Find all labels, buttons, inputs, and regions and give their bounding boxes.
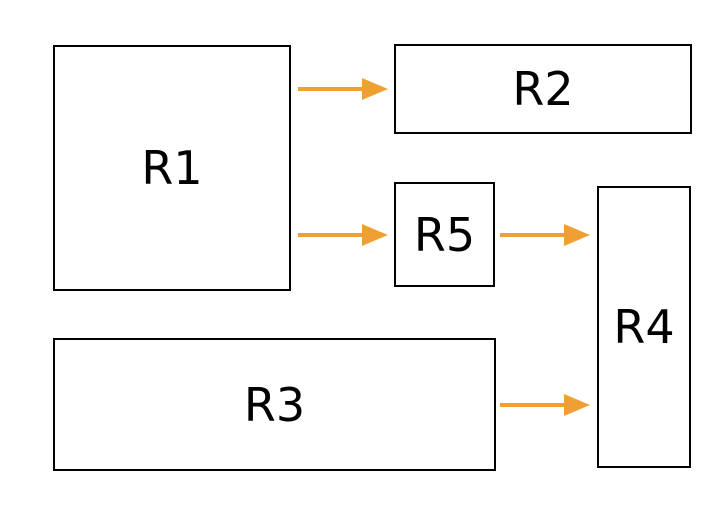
box-r4: R4 <box>597 186 691 468</box>
box-r3: R3 <box>53 338 496 471</box>
arrow-r1-to-r5 <box>298 224 388 246</box>
box-r2: R2 <box>394 44 692 134</box>
arrow-r3-to-r4 <box>500 394 590 416</box>
box-r3-label: R3 <box>243 377 306 432</box>
box-r4-label: R4 <box>613 300 675 354</box>
arrow-r1-to-r2 <box>298 78 388 100</box>
box-r5: R5 <box>394 182 495 287</box>
arrow-r5-to-r4 <box>500 224 590 246</box>
box-r1: R1 <box>53 45 291 291</box>
box-r1-label: R1 <box>141 141 203 195</box>
box-r2-label: R2 <box>512 62 574 116</box>
box-r5-label: R5 <box>413 207 476 262</box>
